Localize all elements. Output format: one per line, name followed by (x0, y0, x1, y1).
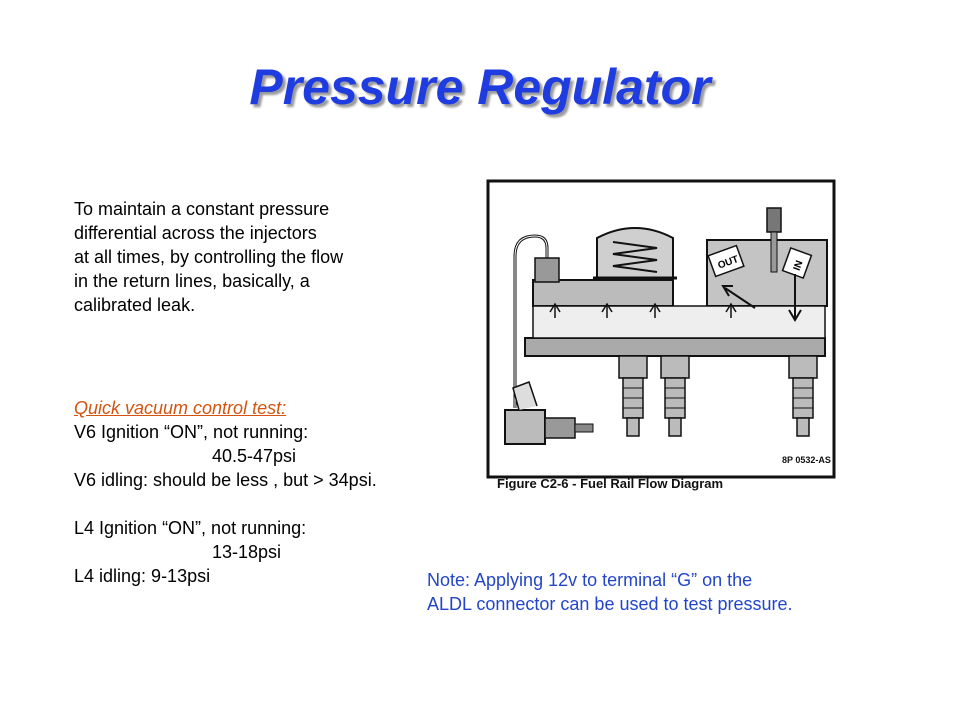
l4-ignition-line: L4 Ignition “ON”, not running: (74, 518, 307, 538)
v6-ignition-line: V6 Ignition “ON”, not running: (74, 422, 309, 442)
intro-paragraph: To maintain a constant pressure differen… (74, 197, 343, 317)
l4-ignition-value: 13-18psi (212, 542, 282, 562)
note-line: Note: Applying 12v to terminal “G” on th… (427, 570, 753, 590)
note-line: ALDL connector can be used to test press… (427, 594, 793, 614)
figure-code: 8P 0532-AS (782, 455, 831, 465)
intro-line: To maintain a constant pressure (74, 199, 330, 219)
intro-line: at all times, by controlling the flow (74, 247, 344, 267)
l4-idling-line: L4 idling: 9-13psi (74, 566, 211, 586)
in-port-label: IN (792, 259, 806, 272)
intro-line: in the return lines, basically, a (74, 271, 310, 291)
fuel-rail-diagram: OUT IN (485, 178, 837, 498)
v6-ignition-value: 40.5-47psi (212, 446, 297, 466)
figure-caption: Figure C2-6 - Fuel Rail Flow Diagram (497, 476, 724, 491)
vacuum-test-list: Quick vacuum control test: V6 Ignition “… (74, 396, 377, 588)
slide-title: Pressure Regulator (249, 59, 711, 115)
intro-line: differential across the injectors (74, 223, 317, 243)
fuel-rail-diagram-drawing: OUT IN (486, 179, 836, 479)
v6-idling-line: V6 idling: should be less , but > 34psi. (74, 470, 377, 490)
spacer (74, 492, 377, 516)
intro-line: calibrated leak. (74, 295, 196, 315)
test-heading: Quick vacuum control test: (74, 398, 287, 418)
note-paragraph: Note: Applying 12v to terminal “G” on th… (427, 568, 793, 616)
